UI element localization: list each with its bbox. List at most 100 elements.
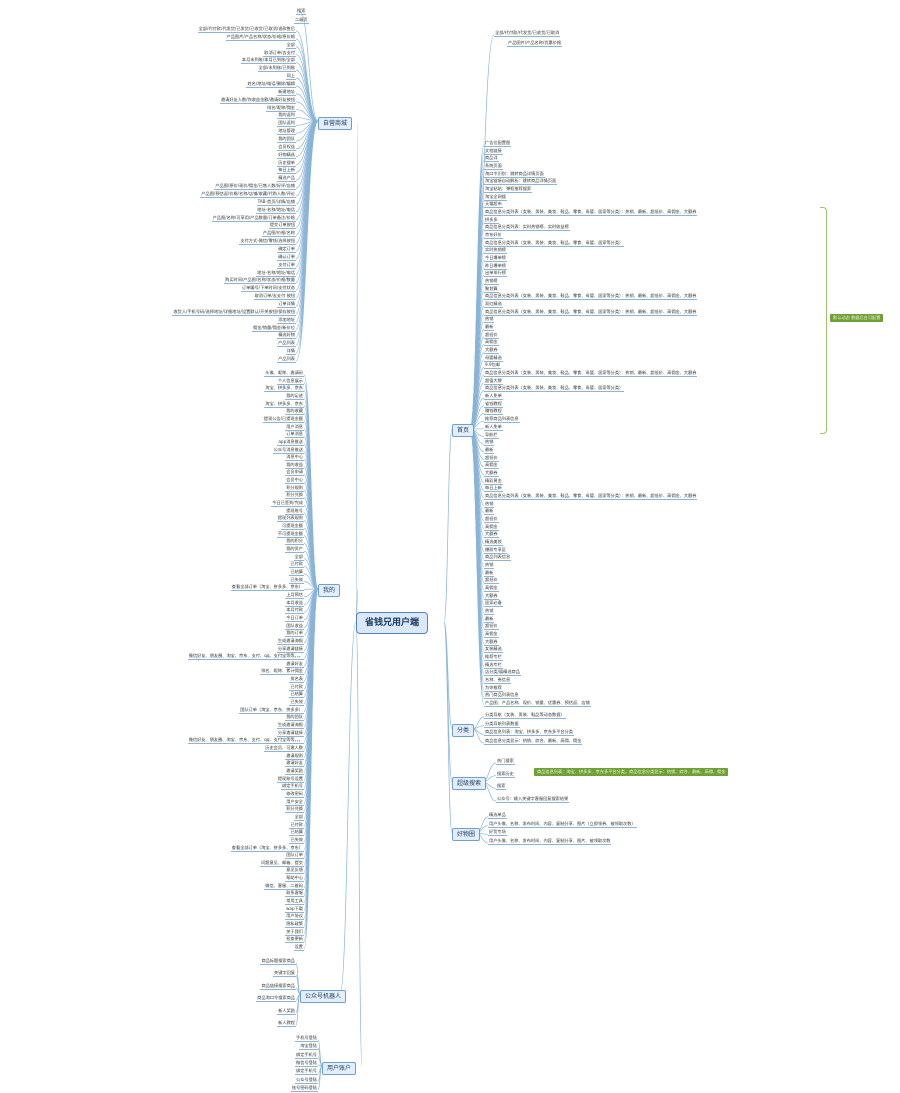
mine-item: 绑定手机号 <box>281 783 304 791</box>
mine-item: 分享邀请链接 <box>276 645 304 653</box>
home-item: 高佣金 <box>484 584 499 592</box>
home-item: 商品详 <box>484 155 499 163</box>
share-item: 商品信息列表：淘宝、拼多多、京东多平台分类 <box>484 729 574 737</box>
home-item: 最新 <box>484 508 495 516</box>
home-item: 文档链接 <box>484 147 503 155</box>
self-mall-item: 产品图/价格/名称 <box>261 230 296 238</box>
home-item: 超低价 <box>484 623 499 631</box>
self-mall-item: 购买时间/产品图/名称/状态/价格/数量 <box>224 277 296 285</box>
mine-item: 我的收益 <box>285 461 304 469</box>
mine-item: 淘宝、拼多多、京东 <box>264 400 304 408</box>
search-node: 搜索 <box>296 8 307 15</box>
home-item: 商品信息分类列表（女装、男装、美妆、鞋品、零食、母婴、居家等分类） <box>484 385 625 393</box>
mine-item: 提现公告/已提现金额 <box>262 415 304 423</box>
self-mall-item: 产品图/名称/可享用/产品数量/订单备注/价格 <box>211 214 296 222</box>
branch-self-mall: 自营商城 <box>318 117 353 130</box>
home-item: 女装精选 <box>484 646 503 654</box>
self-mall-item: 支付方式-微信/零钱/选择按钮 <box>239 238 296 246</box>
connector-line <box>443 621 453 783</box>
user-account-item: 公众号登陆 <box>295 1076 318 1084</box>
mine-item: 可提现金额 <box>281 523 304 531</box>
home-item: 精选专栏 <box>484 661 503 669</box>
mine-item: 用户协议 <box>285 913 304 921</box>
mine-item: 生成邀请海报 <box>276 722 304 730</box>
search-note: 商品信息列表：淘宝、拼多多、京东多平台分类。商品信息分类显示：热销、综合、最新、… <box>534 768 729 776</box>
home-item: 最新 <box>484 324 495 332</box>
mine-item: 邀请规则 <box>285 752 304 760</box>
good-goods-item: 好货专场 <box>488 829 507 837</box>
home-item: 聚划算 <box>484 285 499 293</box>
connector-line <box>295 962 301 995</box>
home-item: 居家必备 <box>484 600 503 608</box>
home-item: 超低价 <box>484 454 499 462</box>
self-mall-item: 新建地址 <box>277 88 296 96</box>
mine-item: 会员申请 <box>285 469 304 477</box>
home-item: 精选美妆 <box>484 538 503 546</box>
home-item: 新人免单 <box>484 393 503 401</box>
self-mall-item: 精选好物 <box>277 332 296 340</box>
self-mall-item: 历史搜单 <box>277 159 296 167</box>
home-item: 商品信息分类列表（女装、男装、美妆、鞋品、零食、母婴、居家等分类）：热销、最新、… <box>484 293 698 301</box>
home-item: 热销 <box>484 561 495 569</box>
home-item: 最新 <box>484 569 495 577</box>
mine-item: app消息推送 <box>277 438 304 446</box>
home-item: 名称、券信息 <box>484 676 512 684</box>
home-item: 广告位配置图 <box>484 140 512 147</box>
home-item: 省钱教程 <box>484 400 503 408</box>
official-account-item: 新人奖励 <box>277 1007 296 1015</box>
home-item: 淘宝全网搜 <box>484 193 507 201</box>
self-mall-item: 产品图/预估返/价格/名称/店铺/收藏/代购人数/评论 <box>200 191 296 198</box>
mine-item: 积分规则 <box>285 484 304 492</box>
mine-item: 已失效 <box>289 699 304 707</box>
user-account-item: 淘宝登陆 <box>299 1043 318 1051</box>
share-item: 分类导航（女装、男装、鞋品等动态数据） <box>484 712 566 719</box>
self-mall-item: 团队返利 <box>277 120 296 128</box>
official-account-item: 商品淘口令搜索商品 <box>256 995 296 1003</box>
good-goods-item: 精选单品 <box>488 812 507 819</box>
connector-line <box>317 1065 323 1091</box>
home-item: 京东好价 <box>484 232 503 240</box>
home-item: 商品信息分类列表：实时热销榜、实时收益榜 <box>484 224 570 232</box>
super-search-item: 搜索 <box>496 783 507 791</box>
mine-item: 邀请好友 <box>285 760 304 768</box>
connector-line <box>295 93 319 122</box>
home-item: 新人免单 <box>484 423 503 431</box>
mine-item: 个人信息展示 <box>276 377 304 385</box>
mine-item: 提现账号 <box>285 507 304 515</box>
mine-item: 检查更新 <box>285 936 304 944</box>
connector-line <box>443 621 453 730</box>
self-mall-item: 产品图片/产品名称/状态/价格/原价格 <box>225 33 296 41</box>
connector-line <box>295 85 319 122</box>
self-mall-item: 取消订单/去支付 按钮 <box>253 293 296 301</box>
home-item: 商品列表信息 <box>484 554 512 562</box>
mine-item: 隐私政策 <box>285 921 304 929</box>
mine-item: 本月付款 <box>285 607 304 615</box>
root-node: 省钱兄用户端 <box>356 612 429 634</box>
mine-item: 修改密码 <box>285 790 304 798</box>
product-info-node: 产品图片/产品名称/优惠价格 <box>507 40 563 47</box>
home-item: 出单排行榜 <box>484 270 507 278</box>
home-item: 大额券 <box>484 638 499 646</box>
mine-item: 团队订单 <box>285 852 304 860</box>
self-mall-item: 本月未到账/本月已到账/全部 <box>240 57 296 65</box>
self-mall-item: 每日上新 <box>277 167 296 175</box>
mine-item: 消息中心 <box>285 454 304 462</box>
home-item: 为你推荐 <box>484 684 503 692</box>
self-mall-item: 会员权益 <box>277 143 296 151</box>
branch-home: 首页 <box>452 424 475 437</box>
mine-item: 常用工具 <box>285 898 304 906</box>
super-search-item: 公众号：输入关键字客服回复搜索结果 <box>496 796 570 803</box>
official-account-item: 关键字回复 <box>273 970 296 978</box>
share-item: 商品信息分类显示：热销、综合、最新、高佣、佣金 <box>484 738 583 745</box>
self-mall-item: 同上 <box>285 73 296 81</box>
self-mall-item: 地址-名称/地址/电话 <box>256 269 296 277</box>
mine-item: 邀请好友 <box>285 660 304 668</box>
order-tabs-node: 全部/代付款/代发货/已收货/已取消 <box>494 30 561 37</box>
share-item: 分类导航列表数据 <box>484 720 520 728</box>
mine-item: 问题意见、邮箱、提交 <box>260 859 304 867</box>
self-mall-item: 订单详情 <box>277 301 296 308</box>
mine-item: 微信、客服、二维码 <box>264 882 304 890</box>
home-item: 商品信息分类列表（女装、男装、美妆、鞋品、零食、母婴、居家等分类）：热销、最新、… <box>484 492 698 500</box>
mine-item: 分享邀请链接 <box>276 729 304 737</box>
user-account-item: 绑定手机号 <box>295 1051 318 1059</box>
